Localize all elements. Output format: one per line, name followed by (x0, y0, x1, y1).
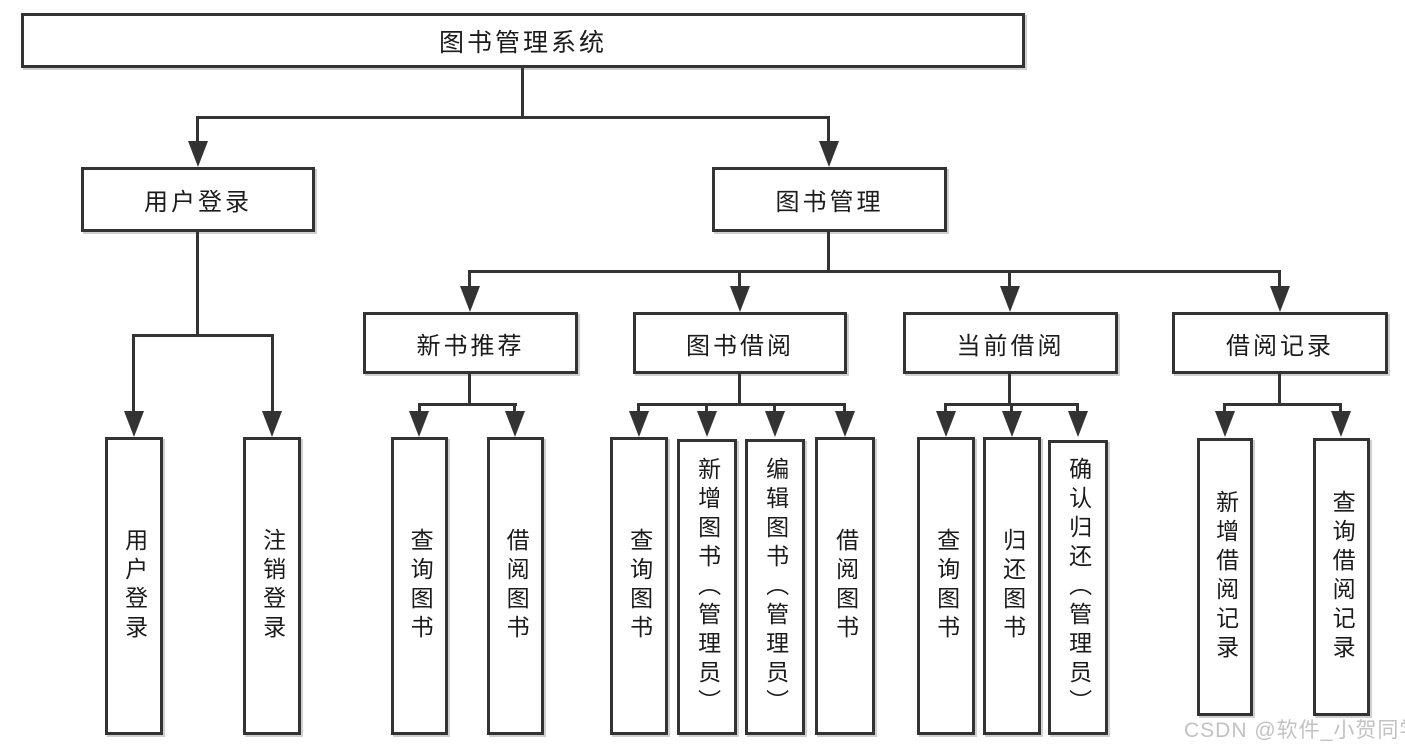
arrow-down-icon (460, 286, 480, 312)
node-label: 当前借阅 (956, 332, 1065, 360)
arrow-down-icon (1002, 411, 1022, 437)
connector-line-h (1223, 403, 1342, 406)
leaf-confirm-return-admin: 确认归还（管理员） (1048, 440, 1108, 735)
arrow-down-icon (629, 411, 649, 437)
node-label: 确认归还（管理员） (1065, 457, 1092, 718)
node-label: 查询图书 (626, 528, 653, 644)
connector-line-h (637, 403, 846, 406)
connector-line-v (132, 334, 135, 414)
connector-line-h (133, 334, 274, 337)
node-book-management: 图书管理 (712, 167, 947, 232)
leaf-query-books-current: 查询图书 (917, 437, 975, 735)
connector-line-v (1076, 403, 1079, 415)
connector-line-v (521, 65, 524, 118)
connector-line-v (738, 374, 741, 406)
arrow-down-icon (1331, 411, 1351, 437)
node-label: 图书管理 (775, 189, 884, 216)
connector-line-v (1278, 270, 1281, 288)
connector-line-h (469, 270, 1281, 273)
arrow-down-icon (1000, 286, 1020, 312)
connector-line-v (1278, 374, 1281, 406)
leaf-query-books-recommend: 查询图书 (391, 437, 448, 735)
arrow-down-icon (765, 411, 785, 437)
node-label: 用户登录 (144, 189, 252, 216)
node-user-login: 用户登录 (81, 167, 315, 232)
arrow-down-icon (262, 411, 282, 437)
leaf-edit-books-admin: 编辑图书（管理员） (745, 439, 805, 735)
leaf-return-books: 归还图书 (983, 437, 1041, 735)
arrow-down-icon (835, 411, 855, 437)
node-label: 查询图书 (407, 528, 434, 644)
connector-line-v (944, 403, 947, 415)
node-label: 用户登录 (121, 528, 148, 644)
arrow-down-icon (1068, 411, 1088, 437)
node-book-borrowing: 图书借阅 (633, 312, 847, 374)
connector-line-v (1008, 270, 1011, 288)
connector-line-v (637, 403, 640, 415)
arrow-down-icon (124, 411, 144, 437)
leaf-add-borrow-record: 新增借阅记录 (1197, 438, 1253, 716)
arrow-down-icon (697, 411, 717, 437)
node-label: 查询借阅记录 (1329, 490, 1356, 664)
node-label: 借阅图书 (503, 528, 530, 644)
connector-line-v (843, 403, 846, 415)
leaf-borrow-books-recommend: 借阅图书 (487, 437, 544, 735)
arrow-down-icon (188, 141, 208, 167)
node-label: 查询图书 (933, 528, 960, 644)
leaf-add-books-admin: 新增图书（管理员） (677, 439, 737, 735)
arrow-down-icon (936, 411, 956, 437)
node-label: 新书推荐 (416, 332, 525, 360)
connector-line-v (1339, 403, 1342, 415)
connector-line-v (827, 116, 830, 143)
node-book-management-system: 图书管理系统 (21, 13, 1025, 68)
node-label: 新增图书（管理员） (694, 456, 721, 718)
arrow-down-icon (730, 286, 750, 312)
arrow-down-icon (409, 411, 429, 437)
connector-line-v (196, 232, 199, 336)
connector-line-v (773, 403, 776, 415)
arrow-down-icon (819, 141, 839, 167)
connector-line-v (468, 374, 471, 406)
node-label: 图书借阅 (686, 332, 794, 360)
leaf-user-login: 用户登录 (105, 437, 163, 735)
connector-line-v (1010, 403, 1013, 415)
node-label: 借阅图书 (832, 528, 859, 644)
connector-line-v (705, 403, 708, 415)
node-label: 编辑图书（管理员） (762, 456, 789, 718)
connector-line-h (418, 403, 517, 406)
connector-line-v (468, 270, 471, 288)
node-borrowing-records: 借阅记录 (1172, 312, 1388, 374)
leaf-borrow-books-borrowing: 借阅图书 (815, 437, 875, 735)
connector-line-v (1223, 403, 1226, 415)
connector-line-v (418, 403, 421, 415)
connector-line-v (513, 403, 516, 415)
arrow-down-icon (1270, 286, 1290, 312)
arrow-down-icon (505, 411, 525, 437)
leaf-query-books-borrowing: 查询图书 (610, 437, 668, 735)
leaf-logout-login: 注销登录 (243, 437, 301, 735)
connector-line-h (196, 116, 830, 119)
csdn-watermark: CSDN @软件_小贺同学 (1184, 719, 1405, 742)
leaf-query-borrow-record: 查询借阅记录 (1313, 438, 1370, 716)
connector-line-v (1008, 374, 1011, 406)
connector-line-v (738, 270, 741, 288)
node-label: 注销登录 (259, 528, 286, 644)
node-current-borrowing: 当前借阅 (903, 312, 1118, 374)
connector-line-v (196, 116, 199, 143)
node-new-book-recommendation: 新书推荐 (363, 312, 578, 374)
node-label: 归还图书 (999, 528, 1026, 644)
node-label: 新增借阅记录 (1212, 490, 1239, 664)
arrow-down-icon (1215, 411, 1235, 437)
connector-line-v (827, 232, 830, 272)
connector-line-v (271, 334, 274, 414)
node-label: 图书管理系统 (438, 28, 607, 57)
node-label: 借阅记录 (1226, 332, 1334, 360)
